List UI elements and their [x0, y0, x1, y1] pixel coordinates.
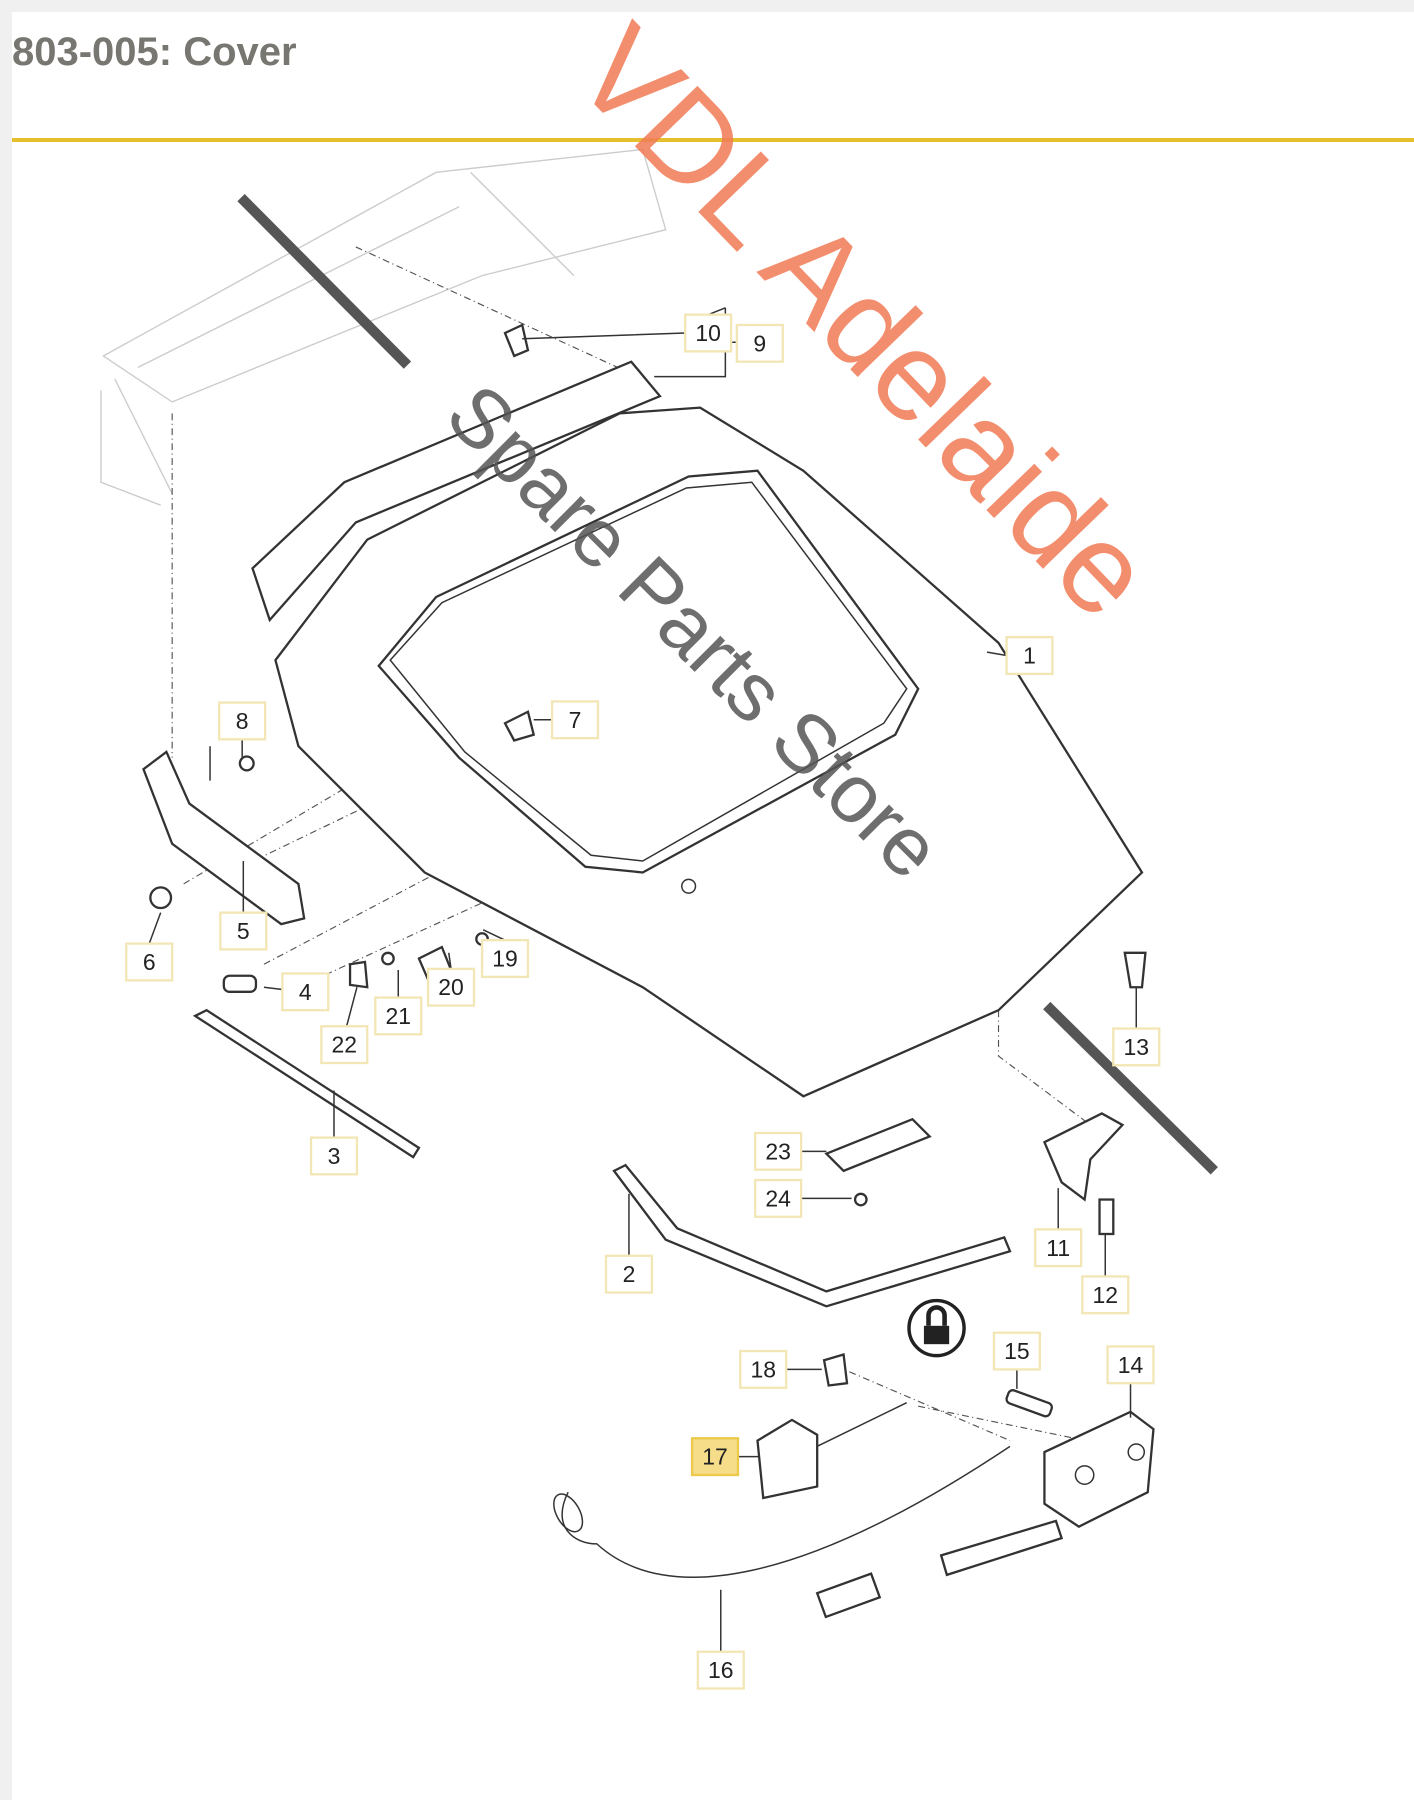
callout-number: 18: [750, 1356, 776, 1382]
callout-number: 6: [143, 949, 156, 975]
callout-17[interactable]: 17: [690, 1437, 740, 1477]
callout-6[interactable]: 6: [125, 942, 174, 982]
seal-strip-part: [251, 360, 662, 623]
callout-number: 21: [386, 1003, 412, 1029]
callout-number: 12: [1093, 1282, 1119, 1308]
callout-24[interactable]: 24: [754, 1178, 803, 1218]
seal-strip-2-part: [612, 1163, 1012, 1308]
cable-sleeve-part: [939, 1519, 1064, 1577]
padlock-circle-icon: [907, 1298, 966, 1358]
handle-17-part: [756, 1418, 819, 1500]
bolt-12-part: [1098, 1198, 1115, 1236]
clip-18-part: [822, 1353, 849, 1387]
cover-window-part: [377, 469, 920, 874]
callout-15[interactable]: 15: [992, 1331, 1041, 1371]
callout-number: 22: [332, 1032, 358, 1058]
bolt-part: [149, 886, 173, 910]
hinge-part: [142, 750, 306, 926]
callout-7[interactable]: 7: [550, 700, 600, 740]
callout-11[interactable]: 11: [1034, 1228, 1083, 1268]
callout-number: 9: [753, 330, 766, 356]
buffer-part: [503, 710, 536, 742]
plate-23-part: [824, 1117, 932, 1173]
clip-part: [503, 323, 530, 358]
release-cable-part: [561, 1445, 1011, 1578]
callout-number: 1: [1023, 643, 1036, 669]
callout-number: 5: [237, 918, 250, 944]
callout-8[interactable]: 8: [218, 701, 267, 741]
callout-23[interactable]: 23: [754, 1131, 803, 1171]
title-divider: [12, 138, 1414, 142]
callout-number: 15: [1004, 1338, 1030, 1364]
callout-number: 19: [492, 946, 518, 972]
callout-number: 8: [236, 708, 249, 734]
callout-19[interactable]: 19: [480, 939, 530, 979]
callout-number: 24: [765, 1185, 791, 1211]
screw-part: [238, 755, 255, 772]
lock-bracket-part: [1042, 1112, 1125, 1202]
callout-16[interactable]: 16: [696, 1650, 745, 1690]
callout-5[interactable]: 5: [219, 911, 268, 951]
ball-stud-part: [222, 974, 258, 993]
bolt-15-part: [1005, 1389, 1053, 1418]
callout-number: 3: [328, 1143, 341, 1169]
callout-number: 4: [299, 979, 312, 1005]
callout-13[interactable]: 13: [1112, 1027, 1161, 1067]
callout-9[interactable]: 9: [735, 323, 784, 363]
callout-3[interactable]: 3: [309, 1136, 359, 1176]
callout-number: 11: [1046, 1235, 1070, 1261]
callout-10[interactable]: 10: [684, 313, 733, 353]
page-title: 803-005: Cover: [12, 30, 297, 74]
buffer-13-part: [1123, 951, 1147, 989]
car-body-outline: [100, 148, 667, 506]
callout-number: 17: [702, 1444, 728, 1470]
gas-strut-part: [192, 1008, 421, 1159]
leader-lines: [148, 307, 1137, 1652]
callout-14[interactable]: 14: [1106, 1345, 1155, 1385]
callout-12[interactable]: 12: [1081, 1275, 1130, 1315]
callout-20[interactable]: 20: [426, 967, 476, 1007]
callout-4[interactable]: 4: [281, 972, 330, 1012]
callout-21[interactable]: 21: [374, 996, 423, 1036]
callout-22[interactable]: 22: [320, 1025, 369, 1065]
callout-number: 10: [695, 320, 721, 346]
callout-number: 20: [438, 974, 464, 1000]
latch-part: [1043, 1410, 1155, 1528]
callout-number: 13: [1123, 1034, 1149, 1060]
callout-number: 23: [765, 1138, 791, 1164]
callout-number: 16: [708, 1657, 734, 1683]
callout-number: 7: [569, 707, 582, 733]
callout-number: 14: [1118, 1352, 1144, 1378]
callout-number: 2: [623, 1261, 636, 1287]
callout-2[interactable]: 2: [604, 1254, 654, 1294]
plate-part: [348, 960, 369, 989]
callout-1[interactable]: 1: [1005, 636, 1054, 676]
connector-part: [815, 1572, 882, 1619]
callout-18[interactable]: 18: [739, 1349, 788, 1389]
